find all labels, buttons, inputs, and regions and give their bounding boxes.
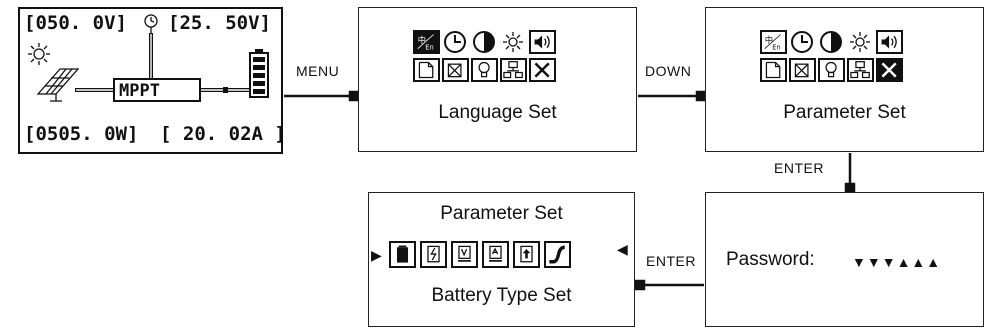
document-icon[interactable]	[413, 58, 440, 82]
mppt-label: MPPT	[119, 81, 160, 101]
battery-type-screen: Parameter Set ▶ ◀ Battery Type Set	[368, 192, 635, 327]
main-monitor-screen: [050. 0V] [25. 50V]	[18, 7, 286, 154]
right-pointer-icon: ◀	[617, 241, 628, 257]
battery-icon-row	[389, 241, 571, 268]
network-icon[interactable]	[847, 58, 874, 82]
enter-left-label: ENTER	[646, 253, 696, 269]
tools-icon[interactable]	[876, 58, 903, 82]
svg-text:中: 中	[765, 35, 773, 45]
sun-icon	[28, 43, 50, 65]
svg-text:En: En	[772, 44, 780, 52]
password-screen: Password: ▼▼▼▲▲▲	[705, 192, 984, 327]
boost-icon[interactable]	[513, 241, 540, 268]
solar-panel-icon	[36, 68, 80, 102]
pv-power-readout: [0505. 0W]	[24, 123, 139, 145]
enter-left-connector-head	[634, 279, 646, 291]
password-label: Password:	[726, 249, 815, 270]
enter-down-label: ENTER	[774, 160, 824, 176]
sun-icon[interactable]	[500, 30, 527, 54]
menu-label: MENU	[296, 63, 340, 79]
tools-icon[interactable]	[529, 58, 556, 82]
battery-type-subtitle: Battery Type Set	[431, 285, 572, 306]
curve-icon[interactable]	[544, 241, 571, 268]
svg-text:中: 中	[418, 35, 426, 45]
speaker-icon[interactable]	[876, 30, 903, 54]
lock-voltage-icon[interactable]	[482, 241, 509, 268]
left-pointer-icon: ▶	[371, 247, 382, 263]
menu-icon-row-bottom	[760, 58, 903, 82]
voltage-low-icon[interactable]	[451, 241, 478, 268]
lightning-icon[interactable]	[420, 241, 447, 268]
battery-screen-title: Parameter Set	[440, 203, 563, 224]
password-field[interactable]: ▼▼▼▲▲▲	[852, 254, 942, 270]
menu-connector-head	[348, 90, 360, 102]
main-diagram	[28, 14, 269, 102]
bulb-icon[interactable]	[818, 58, 845, 82]
mppt-box	[113, 78, 201, 102]
svg-text:En: En	[425, 44, 433, 52]
clock-icon[interactable]	[442, 30, 469, 54]
battery-icon	[249, 49, 269, 98]
crossed-box-icon[interactable]	[789, 58, 816, 82]
clock-icon	[144, 14, 158, 33]
charge-current-readout: [ 20. 02A ]	[160, 123, 286, 145]
enter-down-connector-head	[844, 182, 856, 194]
language-set-title: Language Set	[438, 102, 557, 123]
battery-icon[interactable]	[389, 241, 416, 268]
clock-icon[interactable]	[789, 30, 816, 54]
document-icon[interactable]	[760, 58, 787, 82]
sun-icon[interactable]	[847, 30, 874, 54]
parameter-set-title: Parameter Set	[783, 102, 906, 123]
menu-icon-row-bottom	[413, 58, 556, 82]
down-connector-head	[695, 90, 707, 102]
network-icon[interactable]	[500, 58, 527, 82]
pv-voltage-readout: [050. 0V]	[24, 12, 127, 34]
half-moon-icon[interactable]	[471, 30, 498, 54]
half-moon-icon[interactable]	[818, 30, 845, 54]
bulb-icon[interactable]	[471, 58, 498, 82]
down-label: DOWN	[645, 63, 692, 79]
crossed-box-icon[interactable]	[442, 58, 469, 82]
battery-voltage-readout: [25. 50V]	[168, 12, 271, 34]
speaker-icon[interactable]	[529, 30, 556, 54]
